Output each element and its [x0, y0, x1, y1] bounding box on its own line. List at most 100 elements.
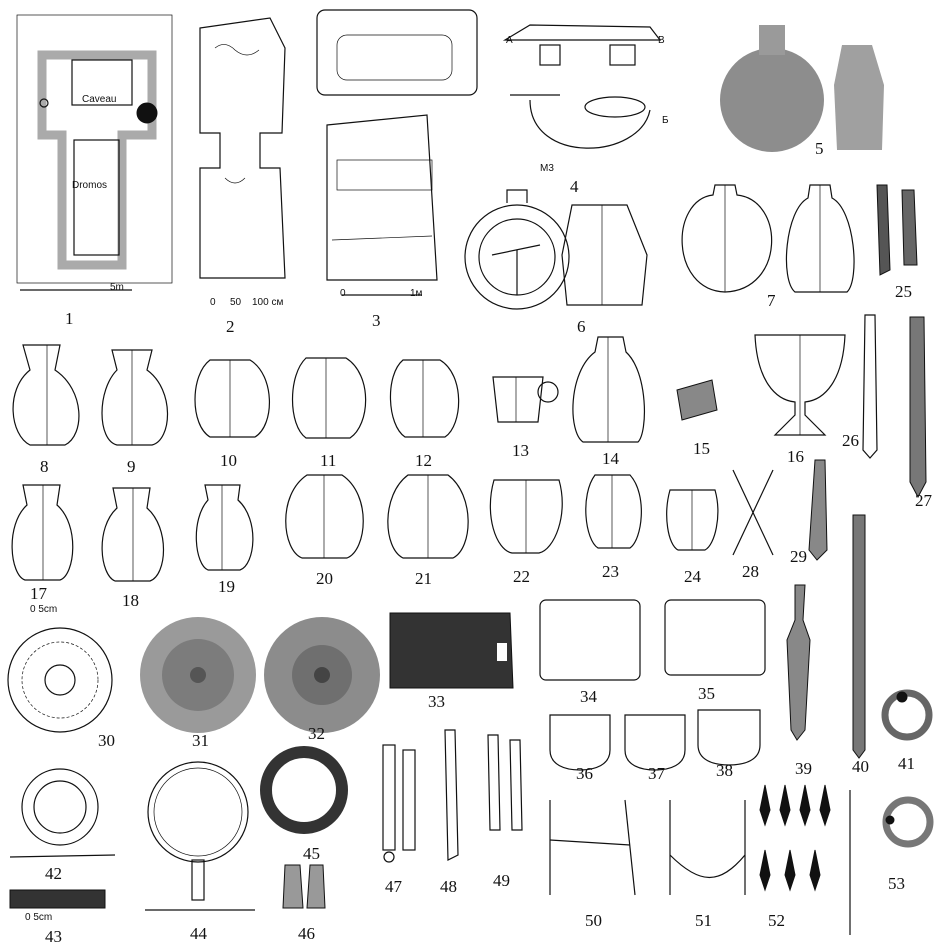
figure-number-43: 43 — [45, 927, 62, 946]
figure-number-27: 27 — [915, 491, 932, 510]
figure-number-5: 5 — [815, 139, 824, 158]
figure-number-39: 39 — [795, 759, 812, 778]
jug-drawing-10 — [194, 359, 271, 438]
figure-number-48: 48 — [440, 877, 457, 896]
bowl-drawing-24 — [666, 489, 719, 551]
flask-drawing-6 — [464, 189, 648, 310]
figure-number-7: 7 — [767, 291, 776, 310]
figure-number-11: 11 — [320, 451, 337, 470]
jug-drawing-9 — [101, 349, 169, 446]
grave-drawing-3 — [316, 9, 478, 296]
mirror-drawing-44 — [145, 761, 255, 911]
ring-drawing-41 — [881, 689, 933, 741]
figure-number-2: 2 — [226, 317, 235, 336]
figure-number-29: 29 — [790, 547, 807, 566]
figure-number-10: 10 — [220, 451, 237, 470]
dagger-drawing-39 — [786, 584, 811, 741]
figure-number-25: 25 — [895, 282, 912, 301]
section-label-b2: Б — [662, 115, 669, 126]
section-label-a: A — [506, 35, 513, 46]
figure-number-38: 38 — [716, 761, 733, 780]
figure-number-32: 32 — [308, 724, 325, 743]
plan-drawing-1 — [16, 14, 173, 291]
figure-number-18: 18 — [122, 591, 139, 610]
figure-number-46: 46 — [298, 924, 315, 943]
figure-number-3: 3 — [372, 311, 381, 330]
bowl-drawing-22 — [489, 479, 563, 554]
scale-2-zero: 0 — [210, 297, 216, 308]
figure-number-52: 52 — [768, 911, 785, 930]
figure-number-13: 13 — [512, 441, 529, 460]
figure-number-44: 44 — [190, 924, 207, 943]
section-label-b: B — [658, 35, 665, 46]
figure-number-36: 36 — [576, 764, 593, 783]
figure-number-17: 17 — [30, 584, 47, 603]
figure-number-37: 37 — [648, 764, 665, 783]
figure-number-31: 31 — [192, 731, 209, 750]
jar-drawing-14 — [572, 336, 645, 443]
figure-number-50: 50 — [585, 911, 602, 930]
scale-3-meter: 1м — [410, 288, 423, 299]
figure-number-35: 35 — [698, 684, 715, 703]
sword-drawing-40 — [852, 514, 866, 759]
jug-drawing-12 — [389, 359, 460, 438]
grave-drawing-2 — [199, 17, 286, 279]
knife-drawing-25 — [876, 184, 918, 276]
figure-number-24: 24 — [684, 567, 701, 586]
figure-number-53: 53 — [888, 874, 905, 893]
plaque-drawing-36 — [549, 714, 611, 771]
figure-number-12: 12 — [415, 451, 432, 470]
figure-number-40: 40 — [852, 757, 869, 776]
jar-drawing-17 — [11, 484, 74, 581]
jar-drawing-23 — [585, 474, 642, 549]
figure-number-51: 51 — [695, 911, 712, 930]
plan-caveau-label: Caveau — [82, 94, 117, 105]
plaque-drawing-34 — [539, 599, 641, 681]
scale-1: 5m — [110, 282, 124, 293]
figure-number-41: 41 — [898, 754, 915, 773]
cup-drawing-13 — [492, 376, 559, 423]
mirror-photo-32 — [264, 617, 380, 733]
figure-number-14: 14 — [602, 449, 619, 468]
pin-drawing-48 — [444, 729, 459, 861]
figure-number-20: 20 — [316, 569, 333, 588]
plan-dromos-label: Dromos — [72, 180, 108, 191]
figure-number-16: 16 — [787, 447, 804, 466]
ring-drawing-42 — [9, 768, 116, 858]
buckle-drawing-33 — [389, 612, 514, 689]
figure-number-19: 19 — [218, 577, 235, 596]
bit-drawing-51 — [669, 800, 746, 895]
jug-drawing-8 — [12, 344, 80, 446]
figure-number-49: 49 — [493, 871, 510, 890]
figure-number-30: 30 — [98, 731, 115, 750]
figure-number-9: 9 — [127, 457, 136, 476]
ring-drawing-53 — [882, 796, 934, 848]
scale-43: 0 5cm — [25, 912, 53, 923]
scale-30: 0 5cm — [30, 604, 58, 615]
sword-drawing-26 — [862, 314, 878, 459]
figure-number-34: 34 — [580, 687, 597, 706]
scale-3-zero: 0 — [340, 288, 346, 299]
mirror-drawing-30 — [7, 627, 113, 733]
jar-drawing-19 — [195, 484, 254, 571]
plaque-drawing-37 — [624, 714, 686, 771]
figure-number-42: 42 — [45, 864, 62, 883]
flask-photo-5 — [720, 25, 884, 152]
figure-number-21: 21 — [415, 569, 432, 588]
arrowheads-drawing-52 — [759, 784, 851, 935]
figure-number-15: 15 — [693, 439, 710, 458]
ring-drawing-45 — [260, 746, 348, 834]
figure-number-6: 6 — [577, 317, 586, 336]
figure-number-1: 1 — [65, 309, 74, 328]
figure-number-26: 26 — [842, 431, 859, 450]
section-drawing-4 — [502, 24, 662, 149]
jug-drawing-11 — [291, 357, 367, 439]
pendant-drawing-46 — [282, 864, 326, 909]
figure-number-47: 47 — [385, 877, 402, 896]
pin-drawing-49 — [487, 734, 523, 831]
grave-code-label: М3 — [540, 163, 554, 174]
figure-number-28: 28 — [742, 562, 759, 581]
goblet-drawing-16 — [754, 334, 846, 436]
figure-number-45: 45 — [303, 844, 320, 863]
figure-number-22: 22 — [513, 567, 530, 586]
